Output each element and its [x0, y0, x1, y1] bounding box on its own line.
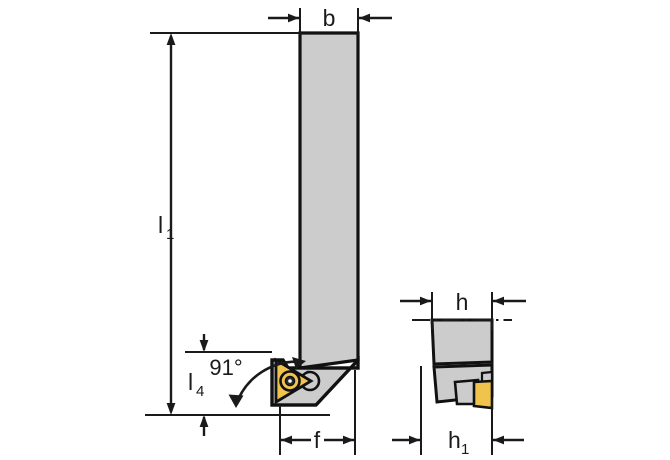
side-view-group: b l 1 l 4 91°	[145, 5, 392, 455]
dim-label-l1-subscript: 1	[166, 226, 174, 243]
shank-body	[298, 31, 360, 370]
angle-label-91: 91°	[209, 355, 242, 380]
angle-arrow-start	[228, 394, 244, 408]
dim-label-l1: l	[158, 212, 163, 238]
dim-label-h1: h	[448, 427, 461, 453]
dim-label-h1-subscript: 1	[461, 441, 469, 458]
dim-label-b: b	[323, 5, 336, 31]
l1-arrow-top	[166, 33, 176, 45]
angle-arrow-end	[292, 357, 306, 369]
insert-screw-bore	[288, 379, 292, 383]
l1-arrow-bottom	[166, 403, 176, 415]
end-view-cutting-insert	[472, 379, 494, 410]
end-view-shank-upper	[430, 318, 494, 366]
dim-label-h: h	[456, 289, 469, 315]
l4-arrow-top	[199, 340, 209, 352]
dim-label-f: f	[314, 427, 321, 453]
l4-arrow-bottom	[199, 415, 209, 427]
end-view-group: h h 1	[392, 289, 526, 458]
dim-label-l4-subscript: 4	[196, 383, 204, 400]
dim-label-l4: l	[188, 369, 193, 395]
